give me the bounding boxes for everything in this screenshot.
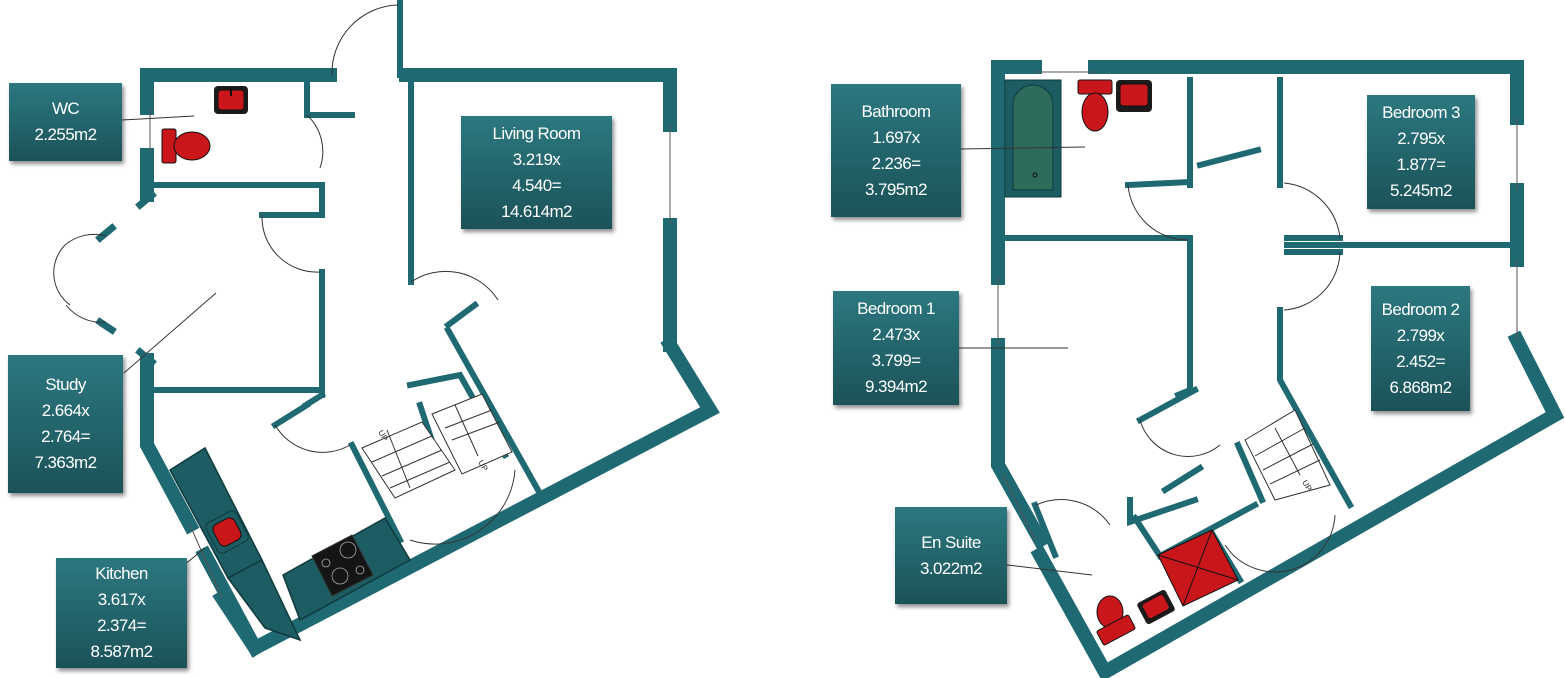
room-length: 2.374= [97,616,146,635]
room-width: 1.697x [872,127,920,147]
room-area: 3.022m2 [920,558,983,578]
kitchen-sink-icon [212,517,242,547]
room-label-bedroom-2: Bedroom 2 2.799x 2.452= 6.868m2 [1371,286,1470,411]
room-name: Study [45,375,86,394]
room-length: 2.236= [871,153,921,173]
room-width: 2.473x [872,325,920,344]
hob-icon [311,534,374,597]
room-length: 2.764= [41,427,90,446]
room-width: 2.795x [1397,129,1445,148]
room-length: 4.540= [512,175,561,195]
first-floor-stairs [1244,409,1331,501]
first-floor-plan: UP [958,60,1565,678]
room-area: 2.255m2 [34,125,98,144]
room-name: Living Room [492,123,581,143]
room-label-bedroom-1: Bedroom 1 2.473x 3.799= 9.394m2 [833,291,959,405]
room-area: 8.587m2 [90,642,154,661]
room-label-study: Study 2.664x 2.764= 7.363m2 [8,355,123,493]
room-length: 3.799= [871,351,921,370]
room-area: 6.868m2 [1389,377,1453,397]
room-width: 3.219x [512,149,561,169]
room-width: 2.799x [1396,325,1445,345]
room-label-en-suite: En Suite 3.022m2 [895,507,1007,604]
room-label-kitchen: Kitchen 3.617x 2.374= 8.587m2 [56,558,187,668]
room-area: 7.363m2 [34,453,98,472]
room-label-living-room: Living Room 3.219x 4.540= 14.614m2 [461,116,612,229]
room-name: WC [51,99,80,118]
room-name: Bedroom 1 [857,299,935,318]
room-width: 2.664x [41,401,90,420]
ground-floor-plan: UP UP [53,0,720,658]
room-length: 2.452= [1396,351,1445,371]
room-name: En Suite [921,532,981,552]
room-name: Bathroom [861,101,932,121]
kitchen-units [169,446,412,642]
room-label-wc: WC 2.255m2 [9,83,122,161]
shower-tray-icon [1157,529,1239,607]
room-width: 3.617x [97,590,146,609]
room-area: 9.394m2 [865,377,928,396]
bathroom-toilet-icon [1077,79,1113,95]
room-length: 1.877= [1396,155,1446,174]
room-label-bathroom: Bathroom 1.697x 2.236= 3.795m2 [831,84,961,217]
room-area: 5.245m2 [1390,181,1453,200]
room-name: Kitchen [95,564,148,583]
ground-floor-stairs [361,393,513,499]
room-name: Bedroom 3 [1382,103,1460,122]
room-name: Bedroom 2 [1381,299,1460,319]
room-area: 14.614m2 [501,201,572,221]
room-area: 3.795m2 [865,179,928,199]
room-label-bedroom-3: Bedroom 3 2.795x 1.877= 5.245m2 [1367,95,1475,209]
